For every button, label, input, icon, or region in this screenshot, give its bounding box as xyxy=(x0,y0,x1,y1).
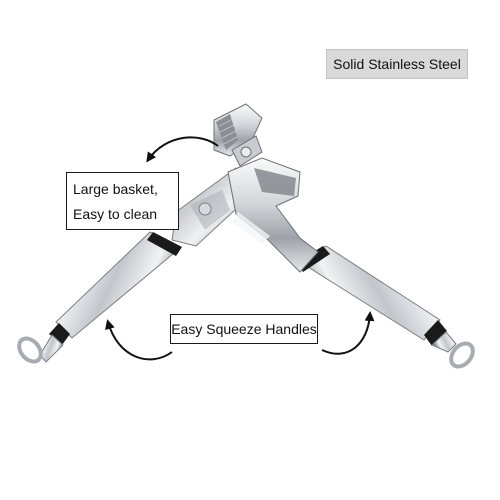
garlic-basket xyxy=(254,168,296,196)
plunger-grid xyxy=(216,114,238,150)
curved-arrow-icon xyxy=(146,136,219,163)
basket-callout-line1: Large basket, xyxy=(73,181,158,197)
left-grip-ring xyxy=(147,232,182,256)
basket-callout: Large basket, Easy to clean xyxy=(66,172,179,230)
hinge-pin xyxy=(198,202,212,216)
plunger-head xyxy=(213,103,263,167)
right-hanging-loop xyxy=(449,341,475,369)
right-handle xyxy=(297,245,475,369)
left-hanging-loop xyxy=(17,336,43,364)
basket-callout-line2: Easy to clean xyxy=(73,206,158,222)
material-label: Solid Stainless Steel xyxy=(326,49,468,79)
curved-arrow-icon xyxy=(321,311,375,355)
left-handle xyxy=(17,231,182,364)
basket-body xyxy=(227,157,319,273)
curved-arrow-icon xyxy=(105,319,173,361)
handles-callout: Easy Squeeze Handles xyxy=(170,314,318,344)
